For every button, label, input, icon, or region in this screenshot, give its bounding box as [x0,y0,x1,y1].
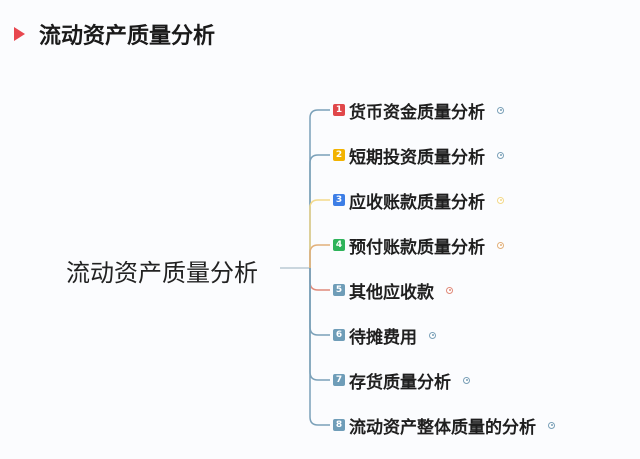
topic-label: 预付账款质量分析 [349,237,485,258]
topic-label: 货币资金质量分析 [349,102,485,123]
topic-label: 存货质量分析 [349,372,451,393]
branch-connector [309,268,330,291]
page-title: 流动资产质量分析 [14,18,215,50]
topic-node[interactable]: 8 流动资产整体质量的分析 [333,413,555,438]
topic-node[interactable]: 3 应收账款质量分析 [333,188,504,213]
number-badge: 6 [333,329,345,341]
topic-node[interactable]: 5 其他应收款 [333,278,453,303]
collapse-toggle-icon[interactable] [429,331,436,339]
topic-label: 流动资产整体质量的分析 [349,417,536,438]
collapse-toggle-icon[interactable] [497,151,504,159]
topic-label: 应收账款质量分析 [349,192,485,213]
topic-node[interactable]: 4 预付账款质量分析 [333,233,504,258]
branch-connector [309,154,330,268]
branch-connector [309,268,330,381]
number-badge: 2 [333,149,345,161]
topic-label: 待摊费用 [349,327,417,348]
topic-node[interactable]: 7 存货质量分析 [333,368,470,393]
branch-connector [309,109,330,268]
collapse-toggle-icon[interactable] [548,421,555,429]
topic-node[interactable]: 1 货币资金质量分析 [333,98,504,123]
collapse-toggle-icon[interactable] [446,286,453,294]
branch-connector [309,199,330,268]
number-badge: 1 [333,104,345,116]
central-topic[interactable]: 流动资产质量分析 [66,259,258,287]
topic-node[interactable]: 6 待摊费用 [333,323,436,348]
topic-node[interactable]: 2 短期投资质量分析 [333,143,504,168]
branch-connector [309,244,330,268]
branch-connector [309,268,330,426]
title-text: 流动资产质量分析 [39,24,216,49]
collapse-toggle-icon[interactable] [497,241,504,249]
collapse-toggle-icon[interactable] [497,196,504,204]
number-badge: 8 [333,419,345,431]
triangle-bullet-icon [14,27,25,41]
topic-label: 短期投资质量分析 [349,147,485,168]
number-badge: 4 [333,239,345,251]
number-badge: 7 [333,374,345,386]
branch-connector [309,268,330,336]
collapse-toggle-icon[interactable] [497,106,504,114]
number-badge: 3 [333,194,345,206]
number-badge: 5 [333,284,345,296]
collapse-toggle-icon[interactable] [463,376,470,384]
topic-label: 其他应收款 [349,282,434,303]
